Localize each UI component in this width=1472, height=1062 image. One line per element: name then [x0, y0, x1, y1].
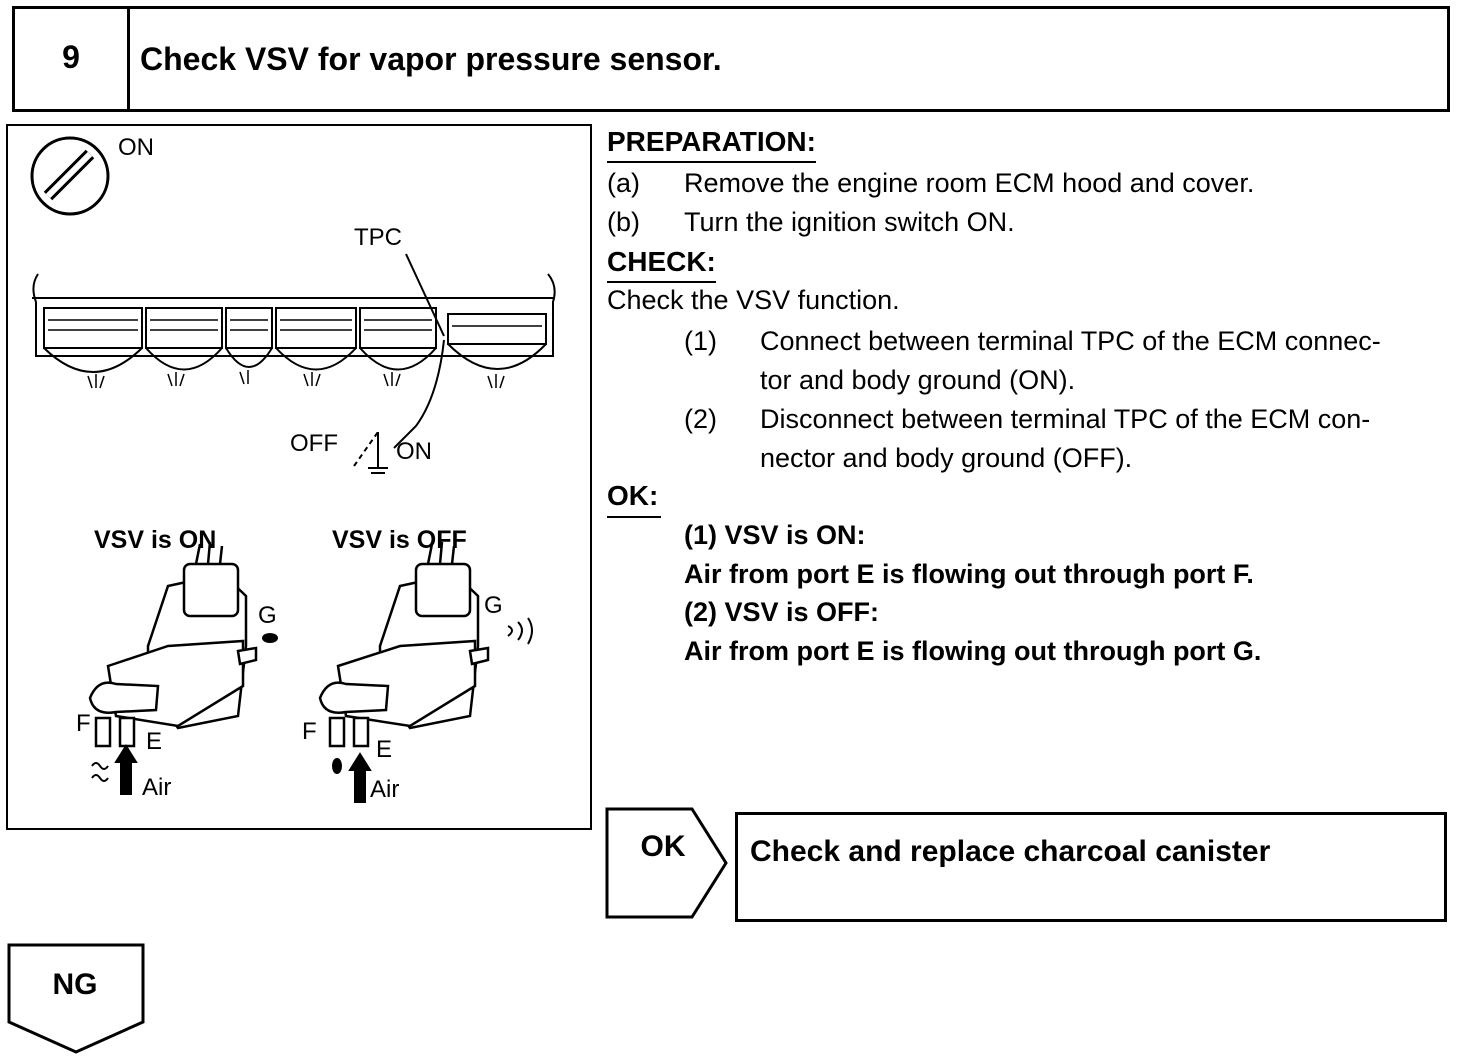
ok-spec-line-4: Air from port E is flowing out through p… [684, 636, 1262, 666]
port-e-label-on: E [146, 728, 163, 755]
vsv-off-air-flow [332, 617, 533, 803]
port-e-label-off: E [376, 736, 393, 763]
port-f-label-off: F [302, 718, 317, 745]
air-label-on: Air [142, 774, 172, 801]
ok-action-text: Check and replace charcoal canister [750, 835, 1271, 868]
ng-arrow-shape [7, 943, 145, 1054]
check-item-1-line2: tor and body ground (ON). [760, 365, 1076, 395]
ok-spec-line-2: Air from port E is flowing out through p… [684, 559, 1254, 589]
ignition-key-icon [30, 136, 110, 216]
check-item-2-line1: Disconnect between terminal TPC of the E… [760, 404, 1371, 434]
vsv-off-valve-icon [318, 541, 490, 748]
check-item-2-marker: (2) [684, 404, 717, 434]
ng-result-label: NG [52, 968, 98, 1001]
step-header: 9 Check VSV for vapor pressure sensor. [12, 6, 1450, 112]
illustration-drawing [30, 136, 556, 803]
ok-spec-line-3: (2) VSV is OFF: [684, 597, 880, 627]
step-number-cell: 9 [15, 9, 130, 109]
ok-spec-heading: OK: [607, 480, 659, 511]
on-label: ON [396, 438, 432, 465]
vsv-on-title: VSV is ON [94, 526, 217, 554]
port-f-label-on: F [76, 710, 91, 737]
step-title: Check VSV for vapor pressure sensor. [140, 41, 722, 77]
step-number: 9 [62, 39, 80, 75]
vsv-on-air-flow [91, 633, 278, 795]
check-item-1-marker: (1) [684, 326, 717, 356]
prep-item-b-marker: (b) [607, 207, 640, 237]
ignition-on-label: ON [118, 134, 154, 161]
ok-spec-line-1: (1) VSV is ON: [684, 520, 866, 550]
air-label-off: Air [370, 776, 400, 803]
prep-item-a-text: Remove the engine room ECM hood and cove… [684, 168, 1255, 198]
check-item-1-line1: Connect between terminal TPC of the ECM … [760, 326, 1381, 356]
prep-item-a-marker: (a) [607, 168, 640, 198]
tpc-jumper-wire [353, 253, 445, 474]
check-item-2-line2: nector and body ground (OFF). [760, 443, 1133, 473]
vsv-on-valve-icon [88, 541, 258, 748]
ok-spec-heading-underline [607, 516, 661, 518]
preparation-heading: PREPARATION: [607, 126, 816, 163]
prep-item-b-text: Turn the ignition switch ON. [684, 207, 1015, 237]
check-intro: Check the VSV function. [607, 285, 900, 315]
ok-action-box: Check and replace charcoal canister [735, 812, 1447, 922]
off-label: OFF [290, 430, 338, 457]
vsv-illustration: ON TPC OFF ON VSV is ON VSV is OFF G G F… [6, 124, 592, 830]
check-heading: CHECK: [607, 246, 716, 283]
tpc-label: TPC [354, 224, 402, 251]
port-g-label-on: G [258, 602, 277, 629]
ecm-connector-icon [32, 273, 556, 389]
vsv-off-title: VSV is OFF [332, 526, 467, 554]
port-g-label-off: G [484, 592, 503, 619]
ok-result-label: OK [640, 830, 686, 863]
ok-arrow-shape [605, 807, 728, 919]
